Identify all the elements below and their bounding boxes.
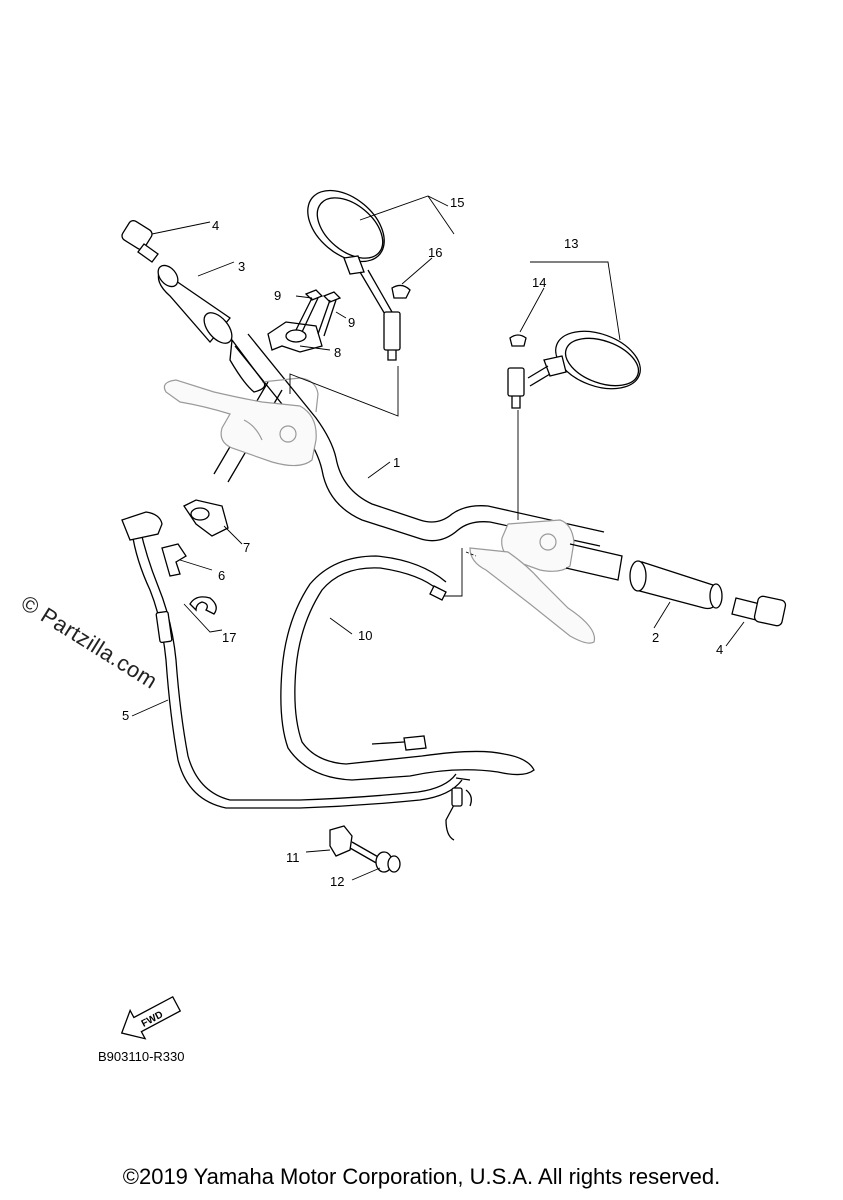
callout-9-upper: 9 bbox=[274, 288, 281, 303]
hose-bracket bbox=[329, 825, 353, 857]
grip-left bbox=[157, 264, 266, 393]
mirror-left bbox=[307, 189, 401, 361]
callout-11: 11 bbox=[286, 850, 300, 865]
cable-clamp bbox=[161, 543, 187, 577]
callout-12: 12 bbox=[330, 874, 344, 889]
callout-1: 1 bbox=[393, 455, 400, 470]
callout-10: 10 bbox=[358, 628, 372, 643]
callout-3: 3 bbox=[238, 259, 245, 274]
lower-handlebar-holder bbox=[183, 499, 229, 537]
callout-2: 2 bbox=[652, 630, 659, 645]
mirror-right bbox=[507, 330, 641, 409]
copyright-notice: ©2019 Yamaha Motor Corporation, U.S.A. A… bbox=[122, 1164, 721, 1189]
grip-end-right bbox=[731, 595, 787, 627]
mirror-cover-right bbox=[509, 334, 527, 347]
callout-13: 13 bbox=[564, 236, 578, 251]
callout-4-right: 4 bbox=[716, 642, 723, 657]
callout-16: 16 bbox=[428, 245, 442, 260]
brake-hose bbox=[121, 511, 472, 841]
callout-6: 6 bbox=[218, 568, 225, 583]
callout-17: 17 bbox=[222, 630, 236, 645]
bracket-bolt bbox=[349, 841, 401, 873]
grip-end-left bbox=[121, 220, 159, 263]
right-lever-assembly bbox=[469, 519, 596, 644]
band bbox=[189, 596, 217, 615]
assembly-guides bbox=[289, 366, 519, 597]
callout-4-left: 4 bbox=[212, 218, 219, 233]
callout-15: 15 bbox=[450, 195, 464, 210]
callout-5: 5 bbox=[122, 708, 129, 723]
mirror-cover-left bbox=[391, 284, 411, 299]
callout-7: 7 bbox=[243, 540, 250, 555]
diagram-code: B903110-R330 bbox=[98, 1049, 185, 1064]
callout-leaders bbox=[131, 195, 745, 881]
callout-8: 8 bbox=[334, 345, 341, 360]
clutch-cable bbox=[280, 555, 535, 781]
callout-labels: 1 2 3 4 4 5 6 7 8 9 9 10 11 12 13 14 15 … bbox=[122, 195, 723, 889]
grip-right bbox=[629, 560, 723, 610]
callout-14: 14 bbox=[532, 275, 546, 290]
callout-9-lower: 9 bbox=[348, 315, 355, 330]
throttle-tube bbox=[565, 543, 623, 581]
forward-arrow: FWD bbox=[120, 995, 182, 1040]
